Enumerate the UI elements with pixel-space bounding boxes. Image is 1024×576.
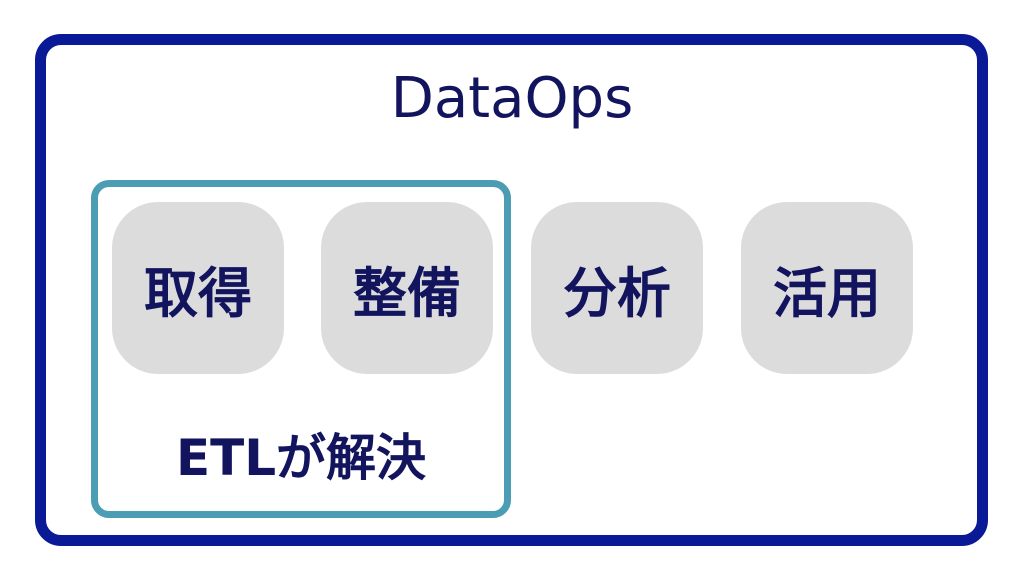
diagram-title: DataOps <box>390 66 634 131</box>
step-analyze: 分析 <box>531 202 703 374</box>
etl-group-frame <box>91 180 511 518</box>
step-utilize: 活用 <box>741 202 913 374</box>
step-prepare: 整備 <box>321 202 493 374</box>
dataops-frame <box>35 34 988 546</box>
etl-label: ETLが解決 <box>175 429 427 487</box>
step-acquire: 取得 <box>112 202 284 374</box>
